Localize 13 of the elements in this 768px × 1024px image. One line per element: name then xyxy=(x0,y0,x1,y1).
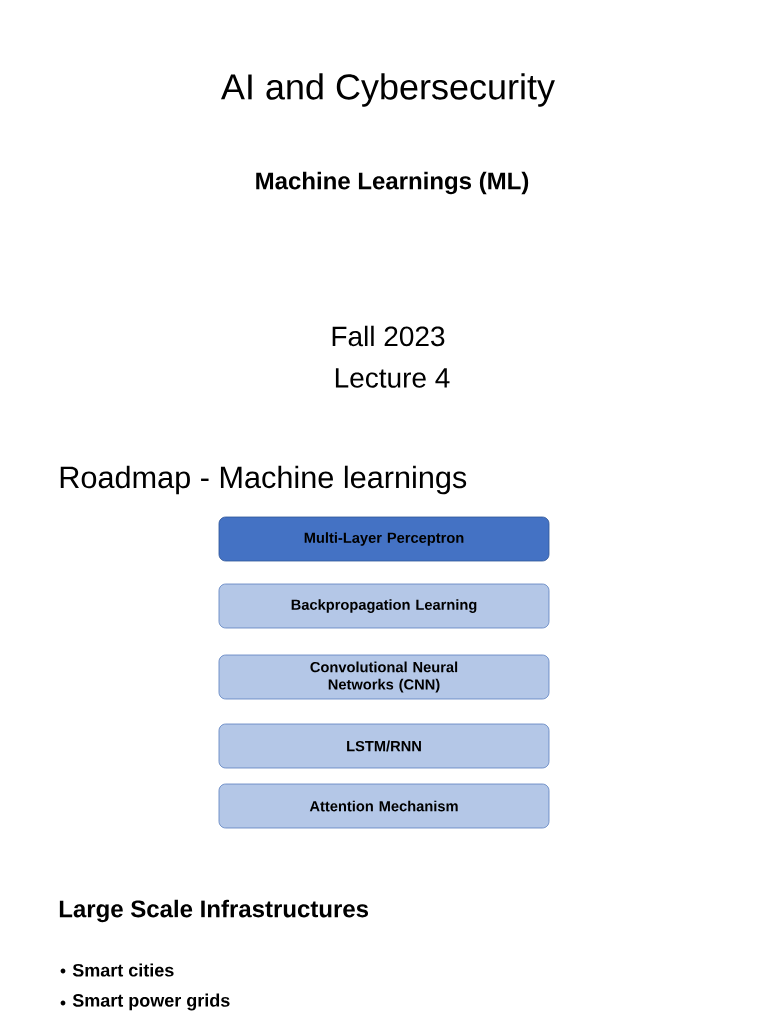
section-heading: Large Scale Infrastructures xyxy=(59,899,369,923)
date-text: Fall 2023 xyxy=(332,325,445,347)
bullet-item: Smart cities xyxy=(72,963,174,977)
roadmap-box: Multi-Layer Perceptron xyxy=(218,516,550,562)
bullet-item: Smart power grids xyxy=(72,993,230,1011)
subtitle: Machine Learnings (ML) xyxy=(256,171,529,195)
roadmap-box: Attention Mechanism xyxy=(218,783,550,829)
lecture-number: Lecture 4 xyxy=(335,368,450,388)
slide-title: AI and Cybersecurity xyxy=(221,73,555,107)
section-heading: Roadmap - Machine learnings xyxy=(60,465,467,495)
roadmap-box: LSTM/RNN xyxy=(218,723,550,769)
roadmap-box: Backpropagation Learning xyxy=(218,583,550,629)
roadmap-box: Convolutional Neural Networks (CNN) xyxy=(218,654,550,700)
